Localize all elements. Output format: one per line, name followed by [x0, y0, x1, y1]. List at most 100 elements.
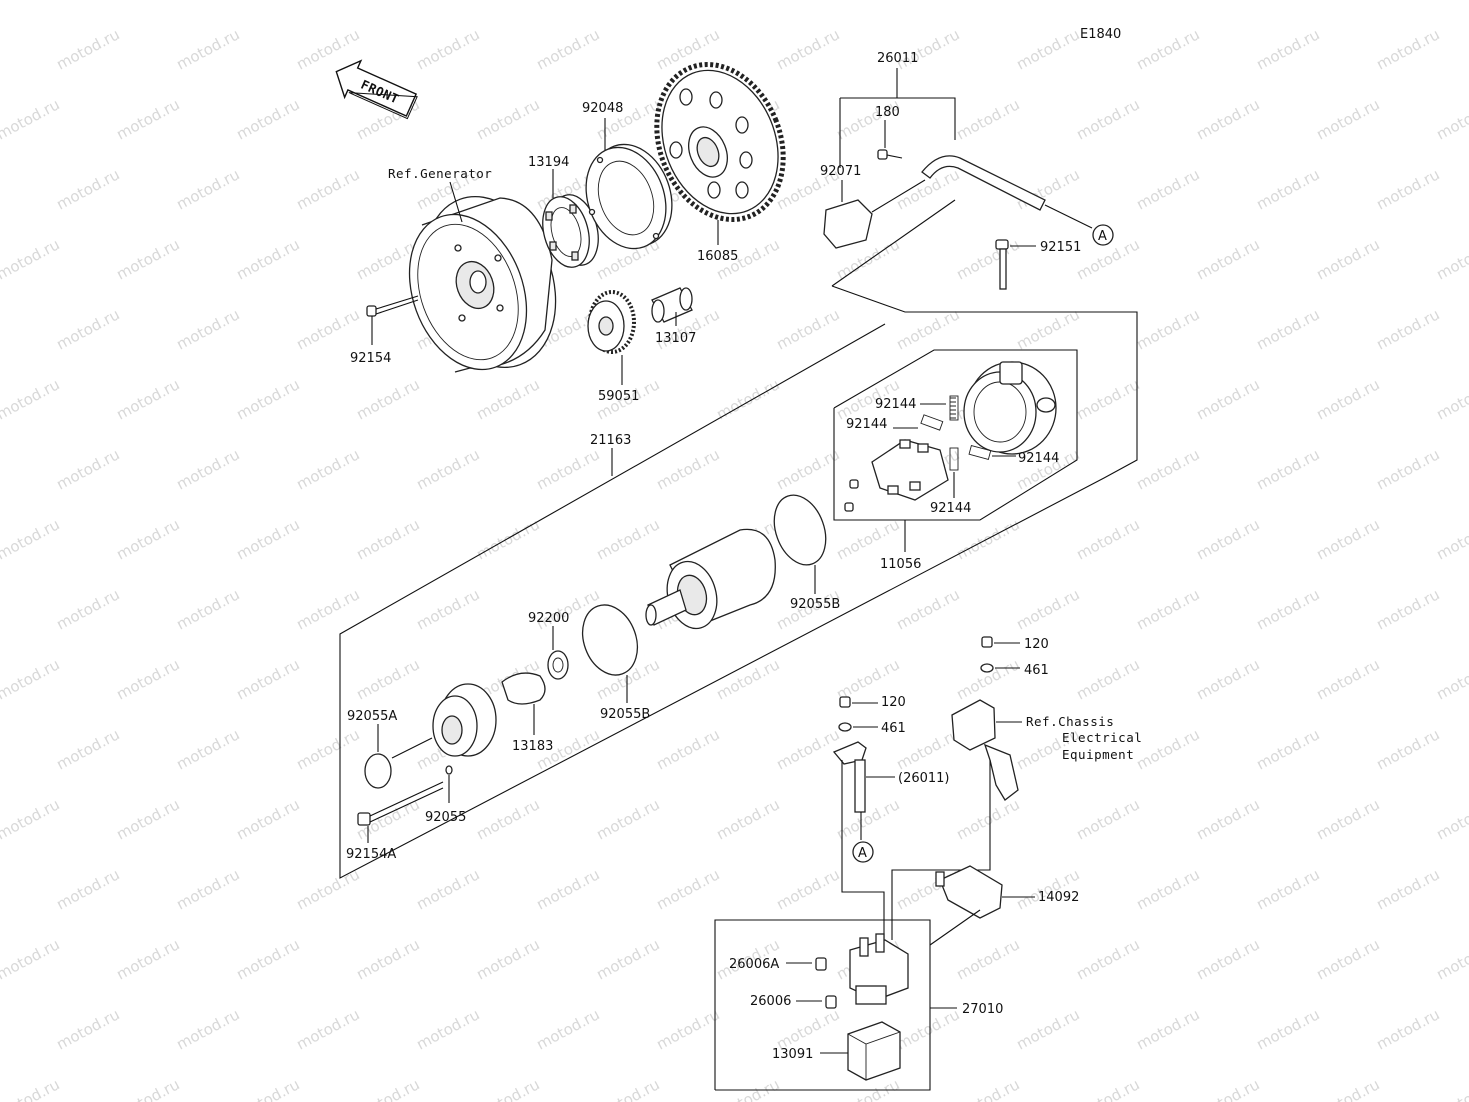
- watermark-text: motod.ru: [413, 445, 482, 493]
- plate-92048-part: [585, 143, 673, 250]
- watermark-text: motod.ru: [353, 1075, 422, 1102]
- watermark-text: motod.ru: [293, 165, 362, 213]
- clutch-13194-part: [542, 194, 599, 268]
- watermark-text: motod.ru: [173, 25, 242, 73]
- callout-92055a: 92055A: [347, 709, 397, 724]
- callout-21163: 21163: [590, 433, 631, 448]
- callout-26011-paren: (26011): [898, 771, 950, 786]
- connector-a-label-2: A: [858, 846, 867, 861]
- springs-92144-part: [920, 395, 992, 471]
- watermark-text: motod.ru: [53, 725, 122, 773]
- watermark-text: motod.ru: [0, 515, 63, 563]
- watermark-text: motod.ru: [233, 795, 302, 843]
- cable-26011-part: [832, 741, 867, 813]
- watermark-text: motod.ru: [113, 1075, 182, 1102]
- callout-92048: 92048: [582, 101, 623, 116]
- watermark-text: motod.ru: [953, 935, 1022, 983]
- watermark-text: motod.ru: [353, 655, 422, 703]
- front-cover-part: [432, 683, 497, 757]
- watermark-text: motod.ru: [773, 445, 842, 493]
- watermark-text: motod.ru: [1013, 305, 1082, 353]
- watermark-text: motod.ru: [1433, 655, 1469, 703]
- watermark-text: motod.ru: [1193, 655, 1262, 703]
- watermark-text: motod.ru: [1073, 95, 1142, 143]
- watermark-text: motod.ru: [1133, 165, 1202, 213]
- watermark-text: motod.ru: [0, 865, 3, 913]
- watermark-text: motod.ru: [0, 235, 63, 283]
- watermark-text: motod.ru: [953, 795, 1022, 843]
- watermark-text: motod.ru: [953, 235, 1022, 283]
- callout-13107: 13107: [655, 331, 696, 346]
- watermark-text: motod.ru: [53, 165, 122, 213]
- watermark-text: motod.ru: [653, 1005, 722, 1053]
- watermark-text: motod.ru: [113, 375, 182, 423]
- nut-461-lower-part: [838, 722, 852, 732]
- callout-92144-b: 92144: [846, 417, 887, 432]
- watermark-text: motod.ru: [233, 655, 302, 703]
- watermark-text: motod.ru: [0, 25, 3, 73]
- watermark-text: motod.ru: [113, 235, 182, 283]
- watermark-text: motod.ru: [0, 0, 63, 4]
- watermark-text: motod.ru: [293, 445, 362, 493]
- callout-92144-c: 92144: [1018, 451, 1059, 466]
- watermark-text: motod.ru: [353, 0, 422, 4]
- callout-27010: 27010: [962, 1002, 1003, 1017]
- watermark-text: motod.ru: [1073, 655, 1142, 703]
- relay-case-13091-part: [847, 1021, 901, 1081]
- callout-11056: 11056: [880, 557, 921, 572]
- watermark-text: motod.ru: [1313, 235, 1382, 283]
- watermark-text: motod.ru: [1193, 795, 1262, 843]
- watermark-text: motod.ru: [0, 935, 63, 983]
- watermark-text: motod.ru: [593, 795, 662, 843]
- watermark-text: motod.ru: [953, 515, 1022, 563]
- watermark-text: motod.ru: [293, 1005, 362, 1053]
- watermark-text: motod.ru: [113, 0, 182, 4]
- watermark-text: motod.ru: [593, 0, 662, 4]
- watermark-text: motod.ru: [1433, 515, 1469, 563]
- watermark-text: motod.ru: [1193, 0, 1262, 4]
- watermark-text: motod.ru: [233, 0, 302, 4]
- watermark-text: motod.ru: [1073, 795, 1142, 843]
- watermark-text: motod.ru: [0, 165, 3, 213]
- callout-13183: 13183: [512, 739, 553, 754]
- watermark-text: motod.ru: [593, 935, 662, 983]
- watermark-text: motod.ru: [1313, 935, 1382, 983]
- watermark-text: motod.ru: [173, 1005, 242, 1053]
- watermark-text: motod.ru: [1313, 375, 1382, 423]
- watermark-text: motod.ru: [413, 25, 482, 73]
- callout-461-lower: 461: [881, 721, 906, 736]
- watermark-text: motod.ru: [1373, 865, 1442, 913]
- watermark-text: motod.ru: [1433, 375, 1469, 423]
- callout-26006: 26006: [750, 994, 791, 1009]
- watermark-text: motod.ru: [953, 655, 1022, 703]
- connector-a-label: A: [1098, 229, 1107, 244]
- watermark-text: motod.ru: [53, 445, 122, 493]
- watermark-text: motod.ru: [233, 375, 302, 423]
- starter-cable-26011-part: [823, 149, 1046, 249]
- fuse-26006-part: [825, 995, 837, 1009]
- callout-120-upper: 120: [1024, 637, 1049, 652]
- watermark-text: motod.ru: [0, 1005, 3, 1053]
- rear-cover-part: [963, 361, 1057, 455]
- watermark-text: motod.ru: [413, 585, 482, 633]
- watermark-text: motod.ru: [533, 865, 602, 913]
- watermark-text: motod.ru: [713, 1075, 782, 1102]
- idle-gear-59051-part: [587, 290, 636, 354]
- watermark-text: motod.ru: [0, 445, 3, 493]
- watermark-text: motod.ru: [293, 865, 362, 913]
- watermark-text: motod.ru: [473, 935, 542, 983]
- relay-cover-14092-part: [935, 865, 1003, 919]
- watermark-text: motod.ru: [0, 655, 63, 703]
- watermark-text: motod.ru: [1133, 585, 1202, 633]
- watermark-text: motod.ru: [413, 1005, 482, 1053]
- watermark-text: motod.ru: [233, 935, 302, 983]
- shaft-13107-part: [651, 287, 693, 323]
- watermark-text: motod.ru: [533, 1005, 602, 1053]
- watermark-text: motod.ru: [173, 725, 242, 773]
- watermark-text: motod.ru: [113, 795, 182, 843]
- watermark-text: motod.ru: [53, 865, 122, 913]
- watermark-text: motod.ru: [53, 1005, 122, 1053]
- watermark-text: motod.ru: [1193, 515, 1262, 563]
- watermark-text: motod.ru: [1073, 515, 1142, 563]
- watermark-text: motod.ru: [1073, 1075, 1142, 1102]
